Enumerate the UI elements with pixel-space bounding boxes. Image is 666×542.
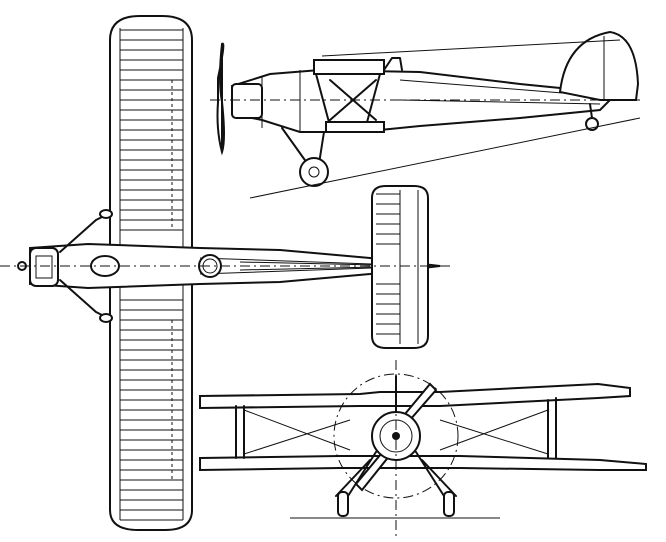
side-view-ground-line [249,117,641,199]
side-view-upper-wing [313,59,385,75]
side-view-fuselage [231,68,612,133]
side-view-lower-wing [325,121,385,133]
front-view-left-wheel [337,491,349,517]
front-view-upper-wing [199,382,631,410]
side-view [210,30,641,199]
side-view-propeller [216,42,225,156]
front-view-right-wheel [443,491,455,517]
side-view-mainwheel [299,157,329,187]
front-view [199,360,647,540]
side-view-fin [558,30,640,101]
top-view [0,15,450,531]
top-view-tailplane [371,185,429,349]
front-view-propeller-disc [333,373,459,499]
